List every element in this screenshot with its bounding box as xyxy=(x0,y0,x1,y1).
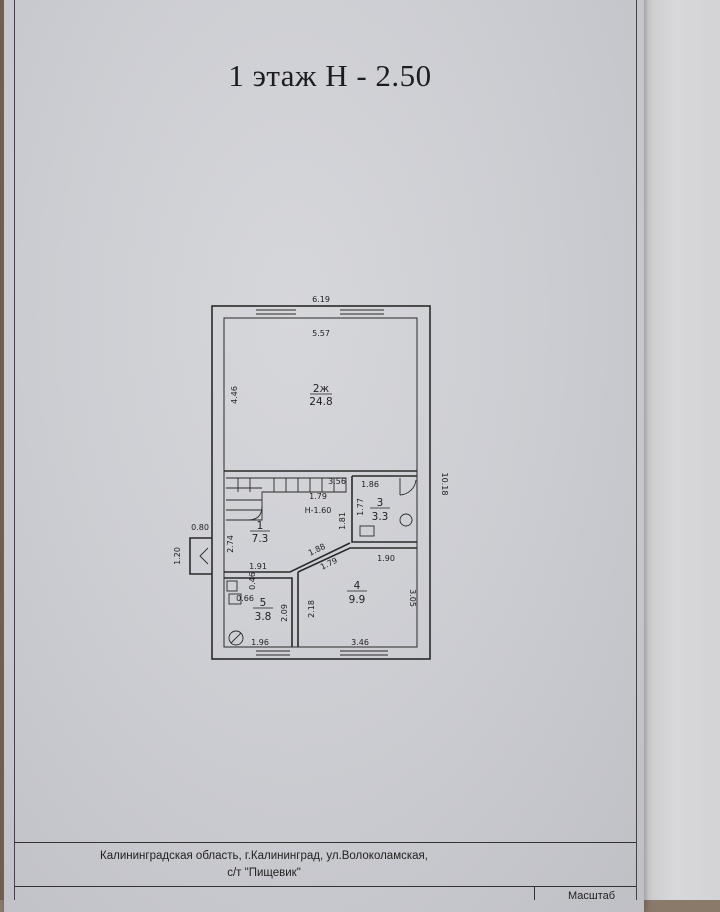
dim-stair-height: Н-1.60 xyxy=(305,506,332,515)
frame-border-right xyxy=(636,0,637,900)
paper-sheet xyxy=(4,0,644,912)
dim-hall-depth: 2.74 xyxy=(226,535,235,553)
address-line-1: Калининградская область, г.Калининград, … xyxy=(100,850,428,862)
dim-hall-side: 1.81 xyxy=(338,512,347,530)
dim-stair-width: 3.56 xyxy=(328,477,346,486)
dim-overall-height: 10.18 xyxy=(440,473,449,496)
dim-room4-diag: 1.79 xyxy=(319,556,339,572)
room-5-area: 3.8 xyxy=(255,611,272,623)
dim-room5-depth: 2.09 xyxy=(280,604,289,622)
address-line-2: с/т "Пищевик" xyxy=(227,867,301,879)
room-2-area: 24.8 xyxy=(309,396,332,408)
dim-room5-a: 0.46 xyxy=(248,572,257,590)
outer-wall xyxy=(211,305,431,660)
dim-room3-depth: 1.77 xyxy=(356,498,365,516)
drawing-title: 1 этаж Н - 2.50 xyxy=(228,58,432,93)
dim-top-inner: 5.57 xyxy=(312,329,330,338)
room-2-number: 2ж xyxy=(313,383,330,395)
room-1-number: 1 xyxy=(257,520,264,532)
frame-border-left xyxy=(14,0,15,900)
dim-room4-top: 1.90 xyxy=(377,554,395,563)
dim-entrance-depth: 1.20 xyxy=(173,547,182,565)
room-5-number: 5 xyxy=(260,597,267,609)
dim-entrance-width: 0.80 xyxy=(191,523,209,532)
room-4-number: 4 xyxy=(354,580,361,592)
dim-room4-left: 2.18 xyxy=(307,600,316,618)
room-3-number: 3 xyxy=(377,497,384,509)
dim-room4-right: 3.05 xyxy=(408,589,417,607)
dim-room2-height: 4.46 xyxy=(230,386,239,404)
room-3-area: 3.3 xyxy=(372,511,389,523)
dim-room5-width: 1.96 xyxy=(251,638,269,647)
dim-room4-bottom: 3.46 xyxy=(351,638,369,647)
dim-room3-width: 1.86 xyxy=(361,480,379,489)
room-4-area: 9.9 xyxy=(349,594,366,606)
adjacent-sheet xyxy=(638,0,720,900)
room-1-area: 7.3 xyxy=(252,533,269,545)
title-block xyxy=(14,842,636,901)
dim-hall-lower: 1.91 xyxy=(249,562,267,571)
scale-label: Масштаб xyxy=(568,890,616,902)
dim-room5-b: 0.66 xyxy=(236,594,254,603)
dim-top-outer: 6.19 xyxy=(312,295,330,304)
address-text: Калининградская область, г.Калининград, … xyxy=(14,848,514,882)
dim-hall-width: 1.79 xyxy=(309,492,327,501)
